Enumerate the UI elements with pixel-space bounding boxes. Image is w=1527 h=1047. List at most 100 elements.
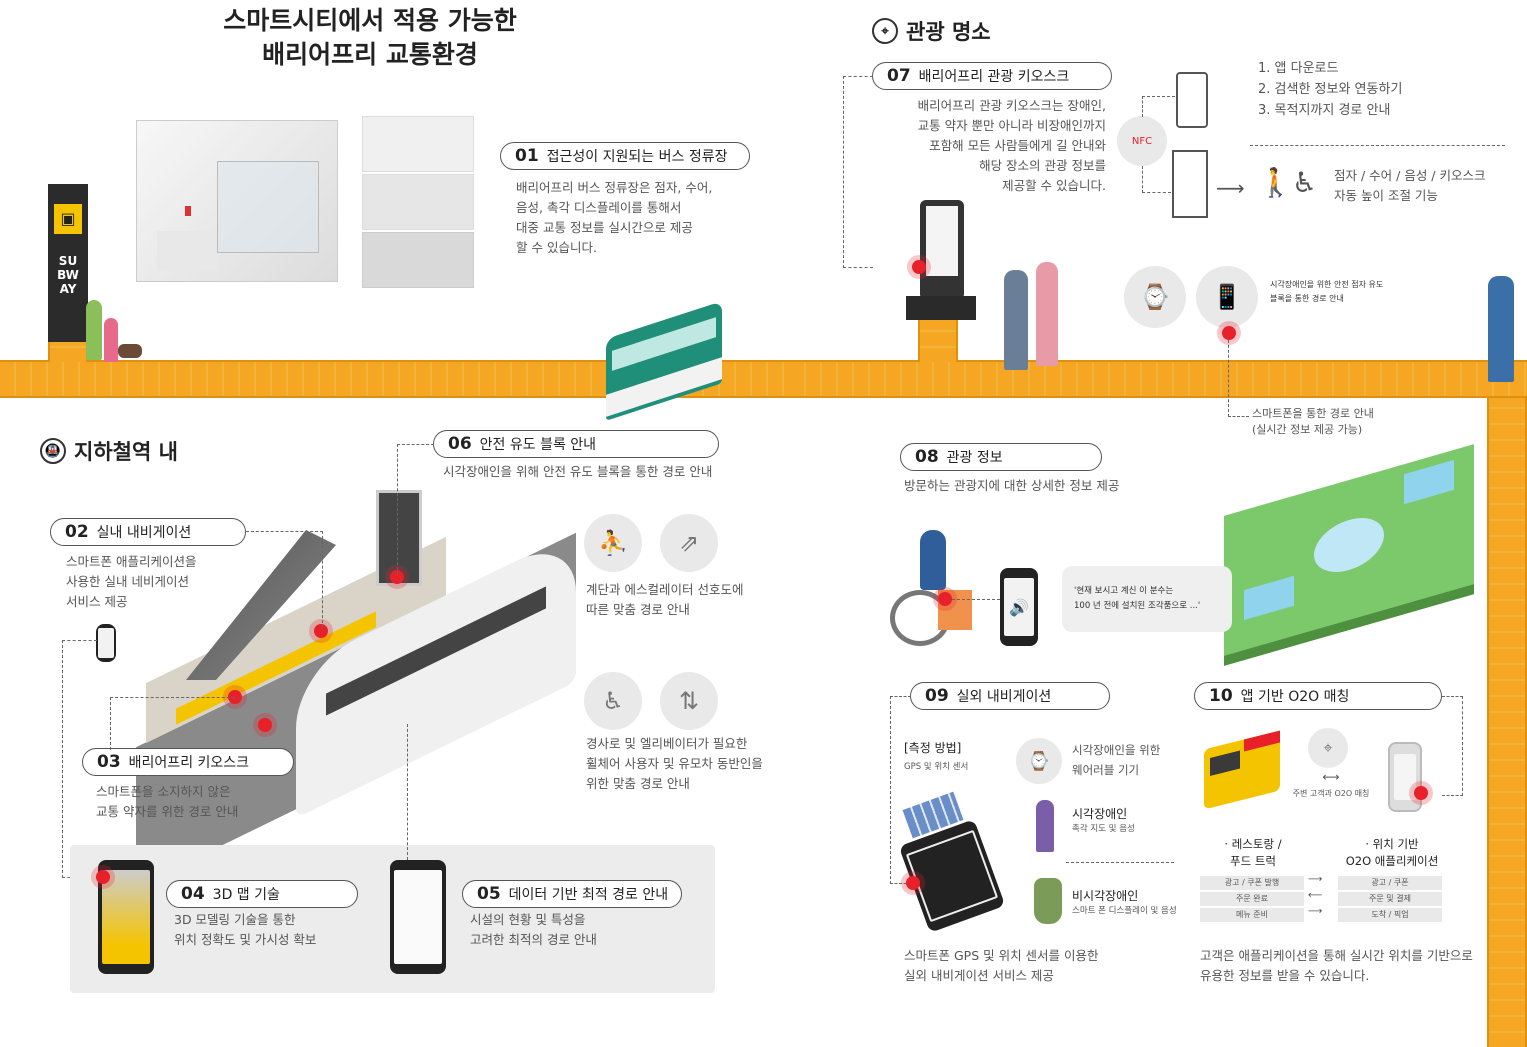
wheelchair-person-figure: [1034, 878, 1062, 924]
connector-nfc-phone: [1142, 96, 1175, 117]
desc-02: 스마트폰 애플리케이션을 사용한 실내 네비게이션 서비스 제공: [66, 554, 197, 609]
arrow-right-icon: ⟶: [1216, 176, 1245, 200]
desc-08: 방문하는 관광지에 대한 상세한 정보 제공: [904, 478, 1120, 493]
desc-ramp-pref: 경사로 및 엘리베이터가 필요한 휠체어 사용자 및 유모차 동반인을 위한 맞…: [586, 736, 763, 791]
nonvisual-sub: 스마트 폰 디스플레이 및 음성: [1072, 906, 1177, 916]
double-arrow-icon: ⟷: [1322, 770, 1340, 784]
speech-bubble: [1062, 566, 1232, 632]
blind-text: 시각장애인: [1072, 807, 1128, 821]
blind-person-figure: [1036, 800, 1054, 852]
marker-10: [1414, 786, 1428, 800]
wearable-text: 시각장애인을 위한 웨어러블 기기: [1072, 743, 1161, 777]
route-data-phone: [390, 860, 446, 974]
speaker-icon: 🔊: [1004, 578, 1034, 636]
subway-station-illustration: [136, 470, 576, 888]
o2o-right-head: · 위치 기반 O2O 애플리케이션: [1345, 837, 1439, 868]
measure-sub: GPS 및 위치 센서: [904, 762, 969, 772]
tactile-path-subway-sign: [48, 340, 88, 362]
shelter-detail-images: [362, 116, 474, 288]
o2o-right-row-3: 도착 / 픽업: [1338, 908, 1442, 922]
nonvisual-text: 비시각장애인: [1072, 889, 1139, 903]
route-pin-icon: ⌖: [1308, 728, 1348, 768]
connector-10: [1442, 696, 1463, 796]
wheelchair-icon: ♿: [584, 672, 642, 730]
connector-05: [407, 724, 409, 860]
marker-06: [390, 570, 404, 584]
steps-list: 1. 앱 다운로드 2. 검색한 정보와 연동하기 3. 목적지까지 경로 안내: [1258, 61, 1403, 118]
marker-03: [228, 690, 242, 704]
nfc-icon: NFC: [1117, 116, 1167, 166]
smartwatch-icon: ⌚: [1124, 266, 1186, 328]
dog-figure: [118, 344, 142, 358]
desc-05: 시설의 현황 및 특성을 고려한 최적의 경로 안내: [470, 912, 597, 947]
train-icon: 🚇: [40, 438, 66, 464]
speech-bubble-text: '현재 보시고 계신 이 분수는 100 년 전에 설치된 조각품으로 ...': [1074, 586, 1201, 611]
desc-07: 배리어프리 관광 키오스크는 장애인, 교통 약자 뿐만 아니라 비장애인까지 …: [917, 98, 1106, 193]
o2o-left-head: · 레스토랑 / 푸드 트럭: [1224, 837, 1282, 868]
desc-04: 3D 모델링 기술을 통한 위치 정확도 및 가시성 확보: [174, 912, 317, 947]
food-truck-illustration: [1204, 730, 1280, 810]
tourist-woman: [1036, 262, 1058, 366]
audio-guide-phone: 🔊: [1000, 568, 1038, 646]
smartphone-route-text: 스마트폰을 통한 경로 안내 (실시간 정보 제공 가능): [1252, 407, 1374, 436]
tactile-path-top-right: [790, 360, 1527, 398]
desc-stairs-pref: 계단과 에스컬레이터 선호도에 따른 맞춤 경로 안내: [586, 582, 744, 617]
subway-sign: ▣ SUBWAY: [48, 184, 88, 342]
wheelchair-icon: ♿: [1292, 166, 1318, 199]
section-tourism: ⌖ 관광 명소: [872, 16, 991, 46]
kiosk-outline-icon: [1172, 150, 1208, 218]
marker-05: [258, 718, 272, 732]
marker-smartphone-route: [1222, 326, 1236, 340]
stairs-icon: ⛹: [584, 514, 642, 572]
tour-kiosk-illustration: [920, 200, 964, 300]
phone-outline-icon: [1176, 72, 1208, 128]
marker-09: [906, 876, 920, 890]
train-icon: ▣: [54, 204, 82, 234]
watch-text: 시각장애인을 위한 안전 점자 유도 블록을 통한 경로 안내: [1270, 280, 1384, 303]
o2o-left-row-2: 주문 완료: [1200, 892, 1304, 906]
blind-person-icon: 🚶: [1258, 166, 1293, 199]
bus-illustration: [606, 301, 722, 421]
section-subway: 🚇 지하철역 내: [40, 436, 178, 466]
connector-02: [246, 531, 323, 628]
measure-title: [측정 방법]: [904, 741, 962, 755]
connector-07: [843, 76, 873, 268]
location-pin-icon: ⌖: [872, 18, 898, 44]
tactile-path-kiosk: [918, 320, 958, 362]
page-title: 스마트시티에서 적용 가능한 배리어프리 교통환경: [223, 6, 517, 69]
desc-10: 고객은 애플리케이션을 통해 실시간 위치를 기반으로 유용한 정보를 받을 수…: [1200, 948, 1473, 983]
elevator-icon: ⇅: [660, 672, 718, 730]
kiosk-features: 점자 / 수어 / 음성 / 키오스크 자동 높이 조절 기능: [1334, 168, 1486, 203]
desc-03: 스마트폰을 소지하지 않은 교통 약자를 위한 경로 안내: [96, 784, 239, 819]
tactile-path-right-vertical: [1487, 398, 1527, 1047]
o2o-left-row-1: 광고 / 쿠폰 발행: [1200, 876, 1304, 890]
smartwatch-icon: ⌚: [1016, 738, 1062, 784]
o2o-left-row-3: 메뉴 준비: [1200, 908, 1304, 922]
tourist-man: [1004, 270, 1028, 370]
divider: [1250, 145, 1505, 147]
pedestrian-figure: [86, 300, 102, 360]
smartphone-navigation-icon: 📱: [1196, 266, 1258, 328]
connector-smartphone-route: [1228, 340, 1249, 417]
connector-09: [890, 696, 911, 884]
arrow-left-icon: ⟵: [1308, 890, 1323, 901]
connector-nfc-kiosk: [1142, 166, 1171, 193]
desc-01: 배리어프리 버스 정류장은 점자, 수어, 음성, 촉각 디스플레이를 통해서 …: [516, 180, 713, 255]
bus-shelter-illustration: [136, 120, 338, 282]
smartphone-icon: [96, 624, 116, 662]
connector-03: [110, 697, 235, 750]
match-label: 주변 고객과 O2O 매칭: [1292, 789, 1370, 798]
escalator-icon: ⇗: [660, 514, 718, 572]
blind-pedestrian-figure: [1488, 276, 1514, 382]
route-arrows-icon: [905, 829, 999, 923]
marker-04: [96, 870, 110, 884]
arrow-right-icon: ⟶: [1308, 874, 1323, 885]
